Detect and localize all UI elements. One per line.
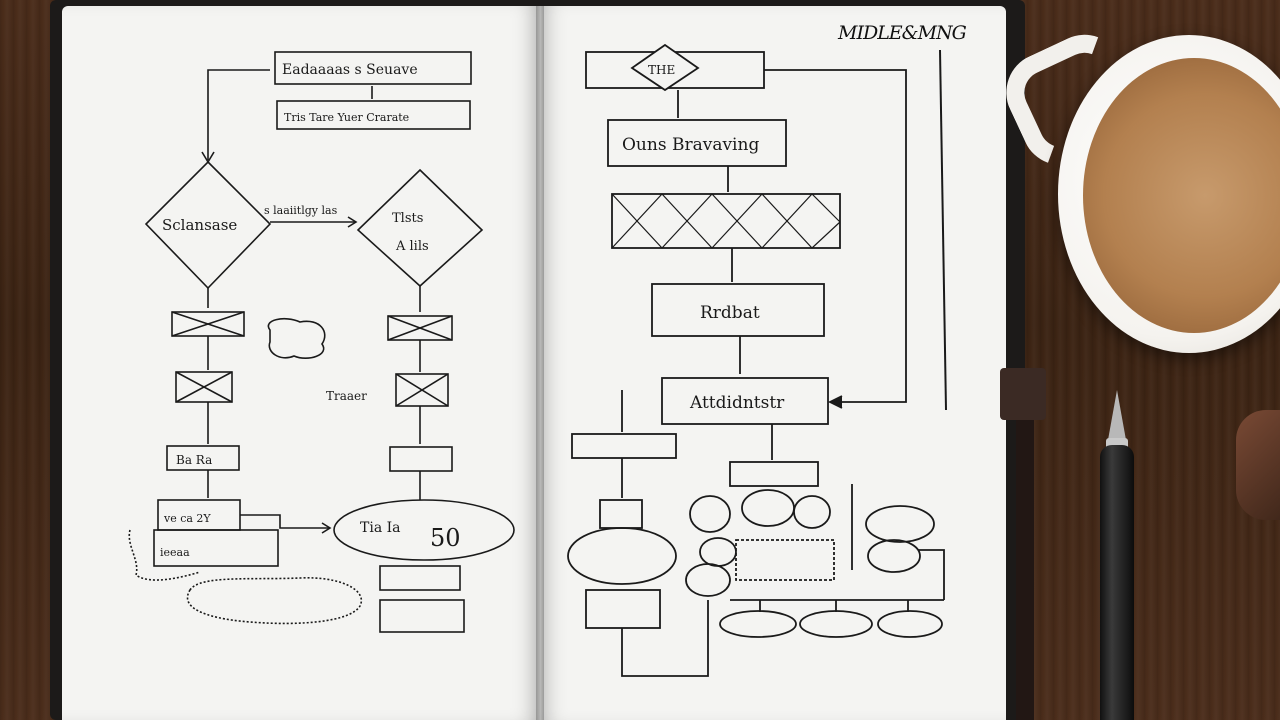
svg-text:s laaiitlgy las: s laaiitlgy las (264, 204, 338, 217)
box-ouns (607, 119, 787, 167)
top-diamond (630, 43, 700, 92)
svg-text:Ba Ra: Ba Ra (176, 453, 212, 467)
second-cup-edge (1236, 410, 1280, 520)
svg-text:Attdidntstr: Attdidntstr (689, 393, 785, 413)
pen-nib (1108, 390, 1126, 440)
svg-text:50: 50 (430, 524, 461, 552)
svg-text:Traaer: Traaer (326, 389, 367, 403)
svg-text:Tia Ia: Tia Ia (360, 520, 401, 536)
box-attd (661, 377, 829, 425)
box-rrdbat (651, 283, 825, 337)
notebook-spine (536, 6, 544, 720)
coffee (1083, 58, 1280, 333)
svg-text:Ouns Bravaving: Ouns Bravaving (622, 135, 759, 155)
oval-node (333, 499, 515, 561)
svg-text:Rrdbat: Rrdbat (700, 303, 760, 323)
top-box (274, 51, 472, 85)
second-box (276, 100, 471, 130)
elastic-strap (1000, 368, 1046, 420)
svg-text:Sclansase: Sclansase (162, 216, 237, 234)
svg-text:Tris Tare Yuer Crarate: Tris Tare Yuer Crarate (284, 111, 409, 124)
elastic-band (1016, 420, 1034, 720)
svg-text:ve ca 2Y: ve ca 2Y (163, 512, 211, 525)
svg-text:A lils: A lils (395, 239, 429, 254)
fountain-pen (1100, 445, 1134, 720)
svg-text:Tlsts: Tlsts (392, 211, 423, 226)
left-page (62, 6, 540, 720)
page-heading: MIDLE&MNG (838, 22, 967, 44)
svg-text:THE: THE (648, 63, 675, 77)
svg-text:ieeaa: ieeaa (160, 546, 190, 559)
right-page (540, 6, 1006, 720)
crosshatch-box (611, 193, 841, 249)
svg-text:Eadaaaas s Seuave: Eadaaaas s Seuave (282, 62, 418, 78)
